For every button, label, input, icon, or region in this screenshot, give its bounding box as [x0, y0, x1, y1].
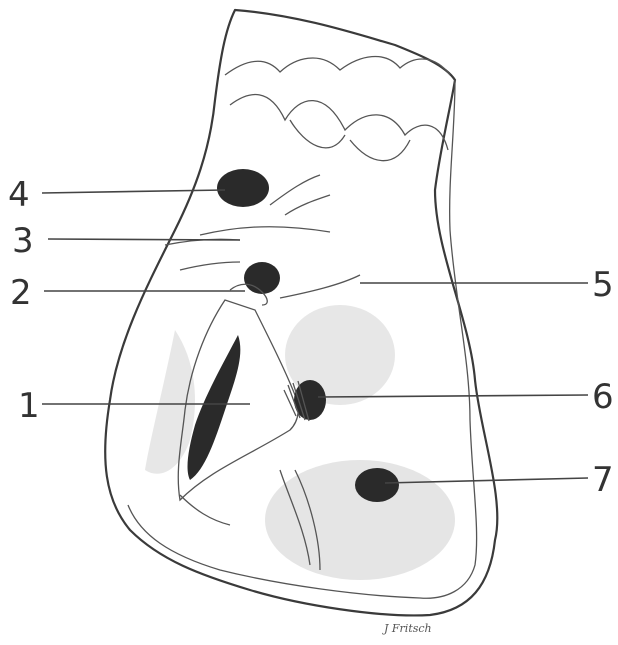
artist-signature: J Fritsch: [382, 622, 432, 635]
structure-5-ridge: [280, 275, 360, 298]
scalloped-top: [225, 56, 450, 75]
structure-4-fold: [270, 175, 330, 215]
structure-3-folds: [165, 227, 330, 270]
structure-4-dark-ellipse: [217, 169, 269, 207]
label-6: 6: [592, 377, 614, 417]
label-7: 7: [592, 460, 614, 500]
scalloped-cusps: [230, 95, 448, 150]
dark-hatched-vessel: [188, 335, 241, 480]
structure-7-dark-ellipse: [355, 468, 399, 502]
structure-2-ostium: [244, 262, 280, 294]
label-3: 3: [12, 221, 34, 261]
label-2: 2: [10, 273, 32, 313]
label-4: 4: [8, 175, 30, 215]
leader-4: [42, 190, 225, 193]
left-shaded-wall: [145, 330, 195, 474]
label-1: 1: [18, 386, 40, 426]
label-5: 5: [592, 265, 614, 305]
leader-3: [48, 239, 240, 240]
